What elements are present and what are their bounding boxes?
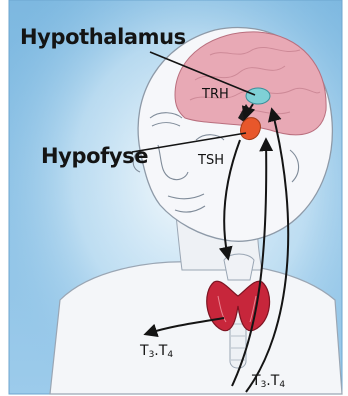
hypothalamus-node [246,88,270,104]
t3-t4-right-label: T3.T4 [252,374,285,390]
trh-label: TRH [202,88,229,101]
t3-t4-left-label: T3.T4 [140,344,173,360]
larynx [224,254,254,280]
hypofyse-label: Hypofyse [41,146,148,167]
t4-left-sub: 4 [167,350,173,360]
hypothalamus-label: Hypothalamus [20,27,186,48]
t3-right-text: T [252,373,261,389]
shoulders [50,262,342,394]
tsh-label: TSH [198,154,224,167]
t4-right-sub: 4 [279,380,285,390]
t4-left-text: .T [154,343,167,359]
t4-right-text: .T [266,373,279,389]
t3-left-text: T [140,343,149,359]
